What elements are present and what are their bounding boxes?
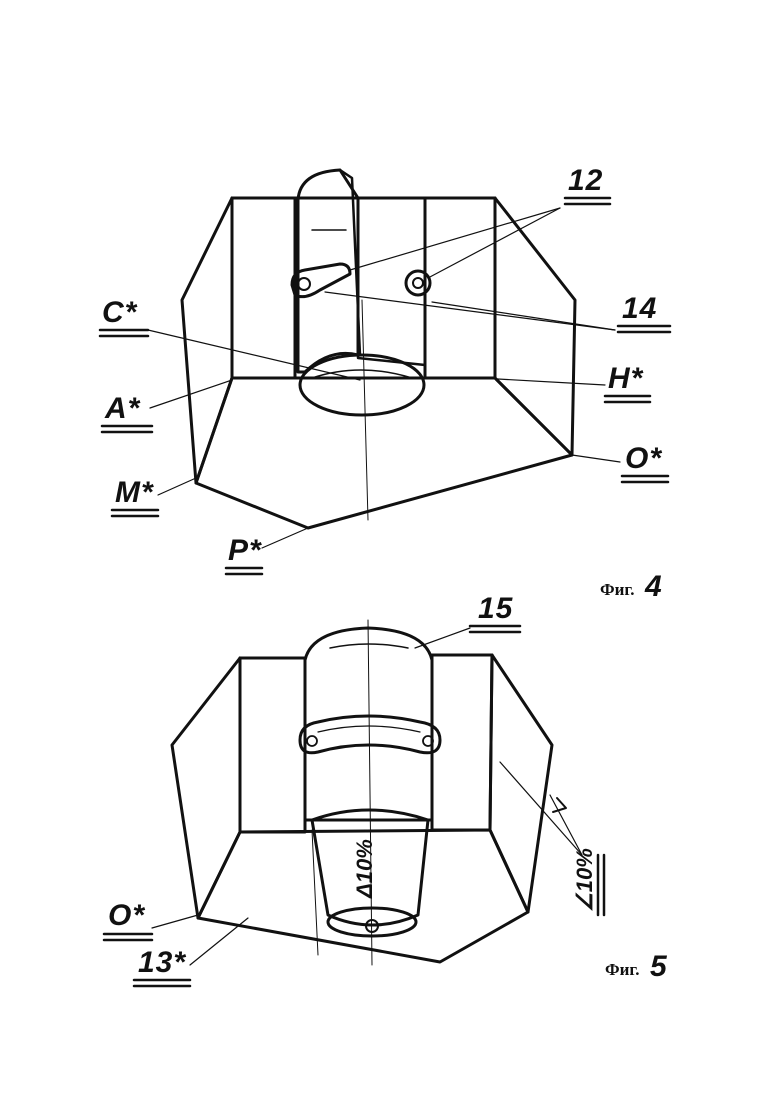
fig5-caption-word: Фиг.: [605, 960, 639, 979]
fig5-label-o: O*: [108, 899, 145, 932]
fig4-label-o: O*: [625, 442, 662, 475]
figure-4: C* A* M* P* 12 14 H* O* Фиг. 4: [100, 164, 670, 603]
fig5-right-outer-panel: [490, 655, 552, 912]
figure-5: Δ10% 15 O* 13* ∠10% Фиг. 5: [104, 592, 668, 986]
fig4-label-12: 12: [568, 164, 603, 197]
fig4-right-inner-panel: [425, 198, 495, 378]
fig5-left-inner-panel: [240, 658, 305, 832]
fig4-left-bracket: [292, 264, 350, 297]
fig5-band: [300, 716, 440, 753]
fig5-label-15: 15: [478, 592, 514, 625]
fig4-tube-opening: [300, 355, 424, 415]
fig4-label-p: P*: [228, 534, 262, 567]
fig5-left-outer-panel: [172, 658, 240, 918]
fig4-caption-number: 4: [644, 570, 662, 603]
fig4-label-c: C*: [102, 296, 138, 329]
fig4-left-inner-panel: [232, 198, 295, 378]
fig4-left-outer-panel: [182, 198, 232, 483]
fig4-hatched-wall: [358, 198, 425, 365]
fig4-label-14: 14: [622, 292, 657, 325]
fig5-label-13: 13*: [138, 946, 186, 979]
fig4-label-m: M*: [115, 476, 154, 509]
fig4-label-a: A*: [104, 392, 141, 425]
fig5-label-angle: ∠10%: [572, 848, 597, 912]
fig5-caption-number: 5: [650, 950, 668, 983]
fig4-caption-word: Фиг.: [600, 580, 634, 599]
fig4-label-h: H*: [608, 362, 644, 395]
fig5-label-delta: Δ10%: [352, 839, 377, 899]
